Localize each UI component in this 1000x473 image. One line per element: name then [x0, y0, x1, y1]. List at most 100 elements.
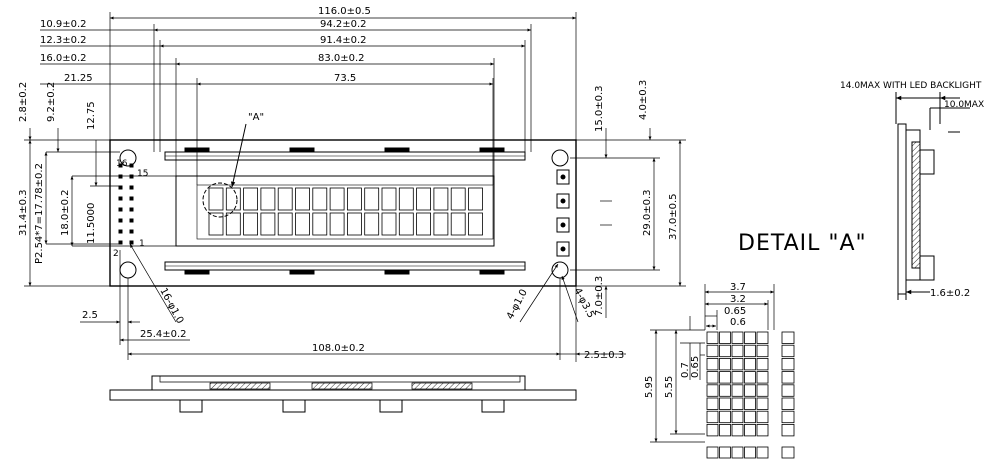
character-cell [416, 187, 432, 211]
label-mount-holes: 4-φ3.5 [571, 286, 596, 320]
label-led-holes: 4-φ1.0 [505, 288, 530, 322]
dim-left-21-25: 21.25 [64, 73, 93, 84]
neighbour-pixel-dot [781, 331, 795, 344]
pixel-dot [706, 397, 719, 410]
detail-dim-0-65-v: 0.65 [690, 356, 701, 378]
character-cell [312, 187, 328, 211]
character-cell [450, 187, 466, 211]
character-cell [208, 187, 224, 211]
active-area [196, 184, 494, 240]
mounting-hole-bl [119, 261, 137, 279]
header-pin [118, 240, 123, 245]
detail-dim-0-6: 0.6 [730, 317, 746, 328]
pixel-dot [719, 344, 731, 358]
pixel-dot [731, 344, 744, 358]
character-cell [260, 187, 276, 211]
dim-viewing-width: 83.0±0.2 [318, 53, 365, 64]
dim-4-0: 4.0±0.3 [638, 80, 649, 120]
character-cell [225, 187, 241, 211]
dim-29-0: 29.0±0.3 [642, 189, 653, 236]
character-cell [346, 187, 362, 211]
character-cell [312, 212, 328, 236]
neighbour-pixel-dot [781, 423, 795, 437]
pixel-dot [744, 397, 756, 410]
dim-31-4: 31.4±0.3 [18, 189, 29, 236]
pin-header [118, 163, 134, 245]
character-cell [329, 187, 345, 211]
cursor-row-dot [719, 446, 731, 459]
pixel-dot [744, 423, 756, 437]
character-cell [243, 212, 259, 236]
detail-dim-3-7: 3.7 [730, 282, 746, 293]
header-pin [118, 218, 123, 223]
pixel-dot [706, 371, 719, 384]
character-cell [346, 212, 362, 236]
character-cell [398, 187, 414, 211]
detail-dim-0-65: 0.65 [724, 306, 746, 317]
neighbour-pixel-dot [781, 344, 795, 358]
dim-11-5: 11.5000 [86, 203, 97, 244]
character-cell [381, 187, 397, 211]
pixel-dot [719, 423, 731, 437]
pixel-dot [744, 357, 756, 371]
header-pin [129, 196, 134, 201]
dim-18-0: 18.0±0.2 [60, 189, 71, 236]
dim-left-12-3: 12.3±0.2 [40, 35, 87, 46]
dim-2-5-left: 2.5 [82, 310, 98, 321]
pixel-dot [731, 384, 744, 397]
bottom-dimensions [80, 243, 626, 360]
pixel-dot [706, 423, 719, 437]
character-cell [295, 187, 310, 211]
top-dimensions [40, 12, 577, 185]
cursor-row-dot [731, 446, 744, 459]
mounting-hole-tr [551, 149, 569, 167]
neighbour-pixel-dot [781, 371, 795, 384]
detail-dimensions [650, 284, 775, 443]
detail-dim-3-2: 3.2 [730, 294, 746, 305]
pixel-dot [706, 344, 719, 358]
pixel-dot [706, 384, 719, 397]
pixel-dot [706, 331, 719, 344]
pixel-dot [756, 410, 769, 424]
pixel-dot [756, 331, 769, 344]
detail-dim-5-95: 5.95 [644, 376, 655, 398]
dim-left-10-9: 10.9±0.2 [40, 19, 87, 30]
header-pin [118, 207, 123, 212]
cursor-row-dot [744, 446, 756, 459]
detail-a-marker: "A" [248, 112, 264, 123]
pixel-dot [756, 357, 769, 371]
header-pin [129, 185, 134, 190]
header-pin [129, 218, 134, 223]
detail-dim-5-55: 5.55 [664, 376, 675, 398]
pixel-dot [744, 344, 756, 358]
left-vertical-dimensions [24, 128, 176, 287]
character-cell [364, 187, 380, 211]
right-vertical-dimensions [570, 128, 686, 362]
pixel-dot [744, 331, 756, 344]
pixel-dot [719, 371, 731, 384]
dim-overall-width: 116.0±0.5 [318, 6, 371, 17]
character-cell [277, 212, 293, 236]
led-pad-4 [556, 241, 570, 257]
dim-active-width: 73.5 [334, 73, 356, 84]
pixel-dot [731, 357, 744, 371]
header-pin [129, 163, 134, 168]
edge-view [109, 375, 577, 413]
detail-dim-0-7: 0.7 [680, 362, 691, 378]
pin-label-15: 15 [137, 169, 148, 179]
pixel-dot [756, 371, 769, 384]
cursor-row-dot [756, 446, 769, 459]
pixel-dot [756, 384, 769, 397]
character-cell [277, 187, 293, 211]
pixel-dot [731, 410, 744, 424]
pixel-dot [719, 331, 731, 344]
header-pin [118, 174, 123, 179]
dim-37-0: 37.0±0.5 [668, 193, 679, 240]
dim-9-2: 9.2±0.2 [46, 82, 57, 122]
character-cell [433, 187, 449, 211]
pixel-dot [731, 371, 744, 384]
character-cell [364, 212, 380, 236]
pixel-dot [744, 410, 756, 424]
pixel-dot [719, 410, 731, 424]
dim-pin-pitch: P2.54*7=17.78±0.2 [34, 163, 45, 264]
